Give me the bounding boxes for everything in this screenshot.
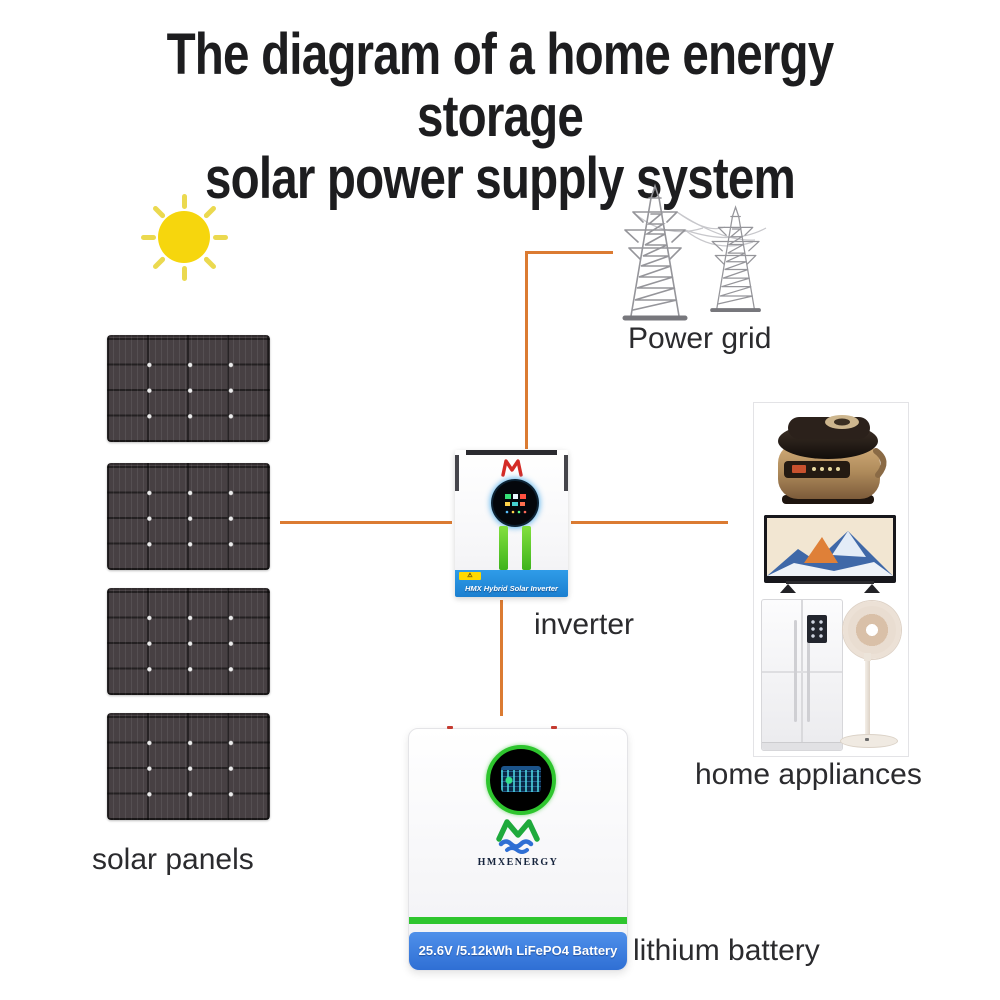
fan-pole: [865, 661, 870, 739]
fan-base: [840, 734, 898, 748]
transmission-tower-icon: [622, 183, 767, 321]
battery-banner: 25.6V /5.12kWh LiFePO4 Battery: [409, 932, 627, 970]
tv-icon: [764, 515, 896, 593]
home-appliances-label: home appliances: [695, 758, 922, 791]
sun-icon: [139, 192, 229, 282]
fan-neck: [864, 653, 871, 661]
page-title: The diagram of a home energy storage sol…: [90, 24, 910, 210]
page-title-line1: The diagram of a home energy storage: [166, 22, 835, 149]
fridge-base: [762, 742, 842, 750]
inverter-banner-text: HMX Hybrid Solar Inverter: [465, 584, 558, 593]
page-title-line2: solar power supply system: [204, 146, 796, 211]
fridge-door-split: [762, 670, 842, 673]
brand-logo-icon: [496, 819, 540, 854]
standing-fan-icon: [843, 601, 901, 659]
sun-core: [158, 211, 210, 263]
sun-ray: [202, 204, 217, 219]
sun-ray: [151, 204, 166, 219]
battery-terminal: [447, 726, 453, 729]
battery-display-screen: [501, 766, 541, 792]
tower-small: [710, 205, 761, 313]
solar-panel-icon: [107, 335, 270, 442]
inverter-display: [493, 481, 537, 525]
solar-panels-label: solar panels: [92, 843, 254, 876]
sun-ray: [181, 265, 187, 281]
home-appliances-group: [753, 402, 909, 757]
battery-display: [486, 745, 556, 815]
inverter-label: inverter: [534, 608, 635, 641]
battery-terminal: [551, 726, 557, 729]
inverter-bracket: [564, 455, 568, 491]
battery-banner-text: 25.6V /5.12kWh LiFePO4 Battery: [418, 943, 618, 958]
solar-panel-icon: [107, 713, 270, 820]
fridge-control-panel: [806, 615, 827, 643]
sun-ray: [181, 193, 187, 209]
connector-panels-to-inverter: [280, 521, 452, 524]
connector-grid-to-inverter-vertical: [525, 251, 528, 449]
solar-panel-icon: [107, 463, 270, 570]
warning-icon: ⚠: [459, 572, 481, 580]
inverter-display-screen: [505, 494, 527, 514]
sun-ray: [212, 234, 228, 240]
battery-green-stripe: [409, 917, 627, 924]
tower-large: [622, 183, 688, 321]
connector-inverter-to-battery: [500, 600, 503, 716]
connector-inverter-to-appliances: [571, 521, 728, 524]
inverter-banner: ⚠ HMX Hybrid Solar Inverter: [455, 570, 568, 597]
brand-logo-icon: [501, 459, 523, 477]
fridge-handle: [807, 619, 810, 722]
inverter-device: ⚠ HMX Hybrid Solar Inverter: [455, 450, 568, 597]
fridge-handle: [794, 619, 797, 722]
solar-panel-icon: [107, 588, 270, 695]
sun-ray: [202, 255, 217, 270]
sun-ray: [140, 234, 156, 240]
tv-screen: [764, 515, 896, 593]
connector-grid-to-inverter-horizontal: [525, 251, 613, 254]
refrigerator-icon: [761, 599, 843, 751]
battery-brand-text: HMXENERGY: [477, 857, 559, 868]
fan-base-switch: [865, 738, 869, 741]
inverter-bracket: [455, 455, 459, 491]
inverter-green-stripe: [522, 526, 531, 570]
lithium-battery-device: HMXENERGY 25.6V /5.12kWh LiFePO4 Battery: [408, 726, 628, 971]
sun-ray: [151, 255, 166, 270]
rice-cooker-icon: [778, 415, 887, 504]
power-grid-label: Power grid: [628, 322, 772, 355]
lithium-battery-label: lithium battery: [633, 934, 820, 967]
inverter-green-stripe: [499, 526, 508, 570]
inverter-top-strip: [466, 450, 557, 455]
